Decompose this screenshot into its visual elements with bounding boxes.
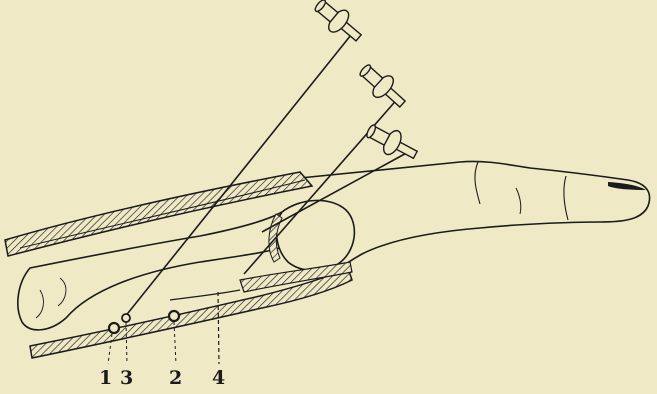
marker-1 xyxy=(109,323,119,333)
label-2: 2 xyxy=(169,367,182,389)
marker-2 xyxy=(169,311,179,321)
label-4: 4 xyxy=(212,367,225,389)
finger-crease-2 xyxy=(475,162,480,204)
finger-crease-1 xyxy=(564,176,568,220)
syringe-hub-icon xyxy=(310,0,367,48)
syringe-hub-icon xyxy=(362,118,421,166)
phalanx-head xyxy=(276,200,354,270)
marker-3 xyxy=(122,314,130,322)
leader-line-2 xyxy=(174,322,176,364)
label-3: 3 xyxy=(120,367,133,389)
syringe-hub-icon xyxy=(354,59,411,114)
finger-crease-3 xyxy=(516,188,521,214)
palmar-line xyxy=(170,290,240,300)
leader-line-4 xyxy=(218,292,219,364)
label-1: 1 xyxy=(99,367,112,389)
